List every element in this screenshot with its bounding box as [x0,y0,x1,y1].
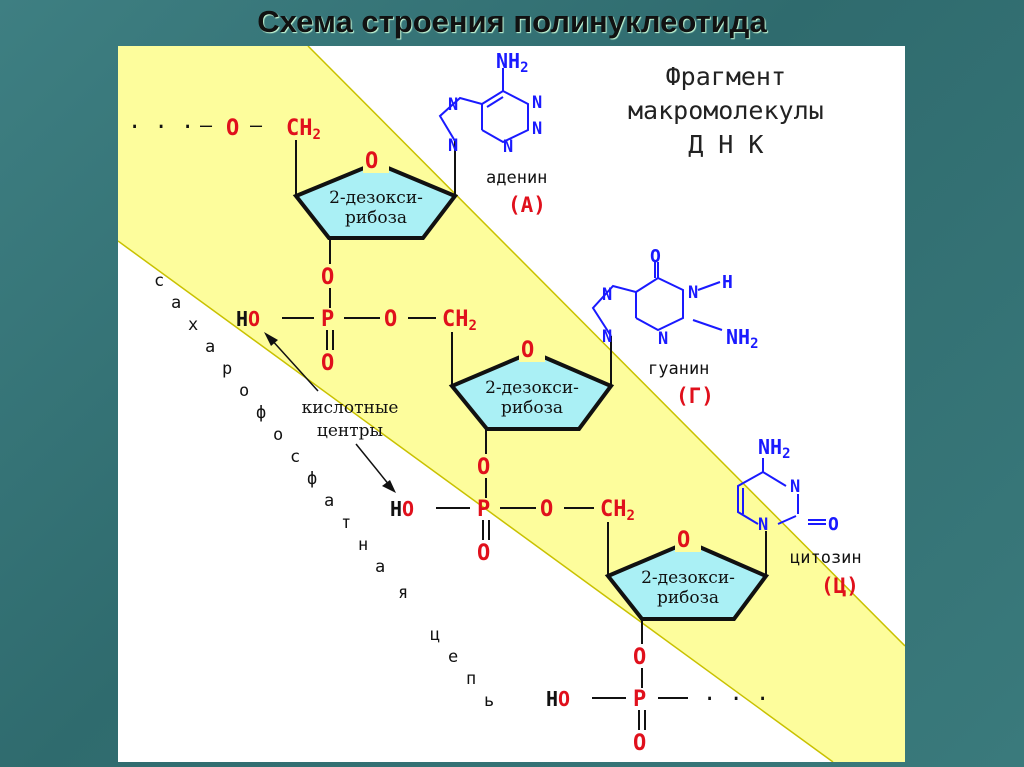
svg-text:N: N [503,137,513,157]
nucleotide-3: O 2-дезокси- рибоза NH2 N N O цитозин (Ц… [604,435,862,644]
svg-text:N: N [602,285,612,305]
svg-text:H: H [722,272,733,293]
sugar-phosphate-chain-label: с а х а р о ф о с ф а т н а я ц е п ь [154,271,494,711]
svg-text:O: O [633,645,646,670]
deoxyribose-ring-3 [604,539,770,621]
fragment-heading: Фрагмент макромолекулы Д Н К [628,62,824,159]
svg-text:N: N [602,327,612,347]
svg-text:а: а [375,557,385,577]
svg-text:· · ·: · · · [703,687,769,712]
adenine-base [438,68,529,144]
svg-text:—: — [250,113,263,137]
cytosine-base [737,458,826,525]
svg-text:CH2: CH2 [442,307,477,334]
svg-text:ь: ь [484,691,494,711]
svg-text:о: о [239,381,249,401]
svg-text:· · ·: · · · [128,115,194,140]
svg-text:о: о [273,425,283,445]
svg-text:NH2: NH2 [496,49,529,76]
svg-text:х: х [188,315,198,335]
svg-text:P: P [633,687,646,712]
svg-text:P: P [477,497,490,522]
cytosine-code: (Ц) [821,574,859,598]
guanine-label: гуанин [648,359,709,379]
svg-text:рибоза: рибоза [657,588,719,608]
svg-text:O: O [650,246,661,267]
svg-text:2-дезокси-: 2-дезокси- [485,378,579,398]
svg-text:P: P [321,307,334,332]
svg-text:O: O [521,338,534,363]
svg-text:р: р [222,359,232,379]
svg-text:с: с [290,447,300,467]
svg-text:п: п [466,669,476,689]
ch2: CH2 [286,116,321,143]
nucleotide-2: O 2-дезокси- рибоза N N N N O H NH2 гуан… [448,246,759,454]
svg-text:O: O [477,541,490,566]
svg-text:N: N [758,515,768,535]
svg-text:O: O [677,528,690,553]
svg-text:NH2: NH2 [726,325,759,352]
svg-text:O: O [633,731,646,756]
deoxyribose-ring-2 [448,349,615,431]
svg-text:центры: центры [317,421,383,441]
svg-text:с: с [154,271,164,291]
svg-text:O: O [226,116,239,141]
svg-text:N: N [448,136,458,156]
svg-text:н: н [358,535,368,555]
svg-text:кислотные: кислотные [302,398,399,418]
svg-text:NH2: NH2 [758,435,791,462]
svg-text:HO: HO [390,497,414,521]
svg-text:т: т [341,513,351,533]
svg-text:O: O [321,265,334,290]
svg-text:O: O [384,307,397,332]
svg-text:а: а [324,491,334,511]
svg-text:2-дезокси-: 2-дезокси- [641,568,735,588]
guanine-code: (Г) [676,384,714,408]
svg-text:O: O [321,351,334,376]
svg-text:ф: ф [307,469,317,489]
svg-text:CH2: CH2 [600,497,635,524]
svg-text:N: N [532,119,542,139]
adenine-code: (А) [508,193,546,217]
deoxyribose-ring-1 [292,160,459,240]
svg-text:—: — [200,113,213,137]
svg-text:N: N [688,283,698,303]
adenine-label: аденин [486,168,547,188]
guanine-base [591,262,723,337]
svg-text:O: O [365,149,378,174]
svg-text:N: N [790,477,800,497]
svg-text:ц: ц [430,625,440,645]
acid-centers-annotation: кислотные центры [264,332,398,493]
svg-text:а: а [171,293,181,313]
nucleotide-1: · · · — O — CH2 O 2-дезокси- рибоза N N … [128,49,547,264]
svg-text:HO: HO [546,687,570,711]
svg-text:рибоза: рибоза [501,398,563,418]
svg-text:а: а [205,337,215,357]
svg-text:я: я [398,583,408,603]
svg-text:рибоза: рибоза [345,208,407,228]
svg-text:е: е [448,647,458,667]
svg-text:O: O [540,497,553,522]
svg-text:O: O [477,455,490,480]
cytosine-label: цитозин [790,548,862,568]
svg-text:HO: HO [236,307,260,331]
svg-text:O: O [828,514,839,535]
svg-text:N: N [448,95,458,115]
svg-text:2-дезокси-: 2-дезокси- [329,188,423,208]
svg-text:N: N [532,93,542,113]
phosphate-1: O HO P O O CH2 [236,265,477,376]
dna-fragment-diagram: Фрагмент макромолекулы Д Н К · · · — O —… [118,46,905,762]
phosphate-3: O HO P · · · O [546,645,769,756]
phosphate-2: O HO P O O CH2 [390,455,635,566]
svg-text:N: N [658,329,668,349]
svg-text:ф: ф [256,403,266,423]
slide-title: Схема строения полинуклеотида [257,4,767,39]
diagram-panel: Фрагмент макромолекулы Д Н К · · · — O —… [118,46,905,762]
